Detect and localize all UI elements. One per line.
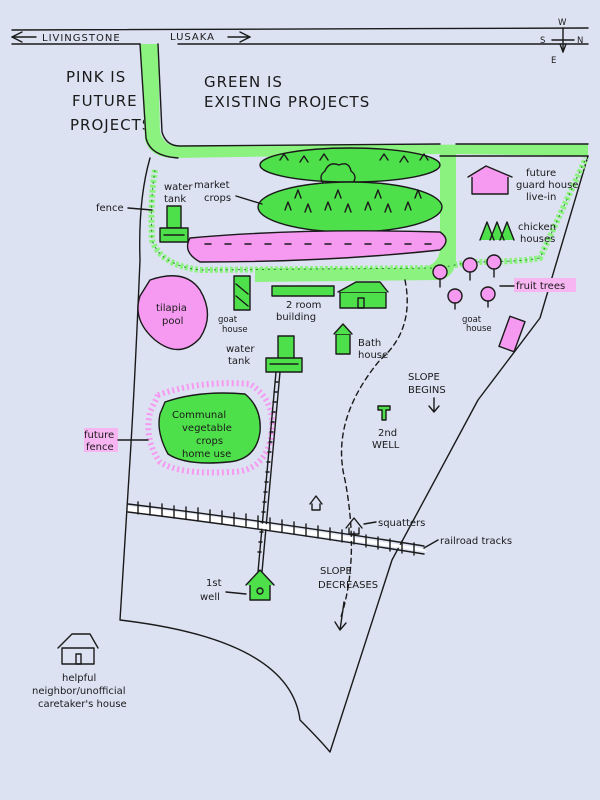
label-market-crops-2: crops <box>204 193 231 204</box>
label-water-tank-top-2: tank <box>164 194 186 205</box>
first-well-arrow <box>225 591 247 595</box>
label-first-well-2: well <box>200 592 220 603</box>
label-communal-3: crops <box>196 436 223 447</box>
label-communal-4: home use <box>182 449 231 460</box>
label-slope-decreases-2: DECREASES <box>318 580 378 591</box>
label-two-room-2: building <box>276 312 316 323</box>
legend-pink-line3: PROJECTS <box>70 116 152 134</box>
compass-n: N <box>577 36 583 46</box>
label-future-fence-2: fence <box>86 442 114 453</box>
label-bath-2: house <box>358 350 388 361</box>
squatters-arrow <box>363 521 377 525</box>
chicken-houses-icon <box>479 221 515 241</box>
property-boundary <box>119 155 589 753</box>
compass-icon: W N E S <box>540 18 583 66</box>
label-future-guard-3: live-in <box>526 192 556 203</box>
legend-pink-line1: PINK IS <box>66 68 126 86</box>
market-crops-arrow <box>235 195 263 205</box>
future-guard-house-icon <box>467 165 513 195</box>
slope-path <box>339 279 408 621</box>
label-communal-2: vegetable <box>182 423 232 434</box>
legend-pink-line2: FUTURE <box>72 92 138 110</box>
label-water-tank-top-1: water <box>164 182 193 193</box>
label-future-guard-2: guard house <box>516 180 578 191</box>
road-label-lusaka: LUSAKA <box>170 32 215 43</box>
label-chicken-1: chicken <box>518 222 556 233</box>
label-goat-house-right-2: house <box>466 324 492 334</box>
fence-arrow <box>127 207 153 211</box>
label-fruit-trees: fruit trees <box>516 281 565 292</box>
legend-green-line2: EXISTING PROJECTS <box>204 93 370 111</box>
access-path <box>139 43 589 282</box>
label-slope-begins-1: SLOPE <box>408 372 440 383</box>
label-bath-1: Bath <box>358 338 381 349</box>
water-tank-mid-icon <box>265 335 303 373</box>
label-second-well-2: WELL <box>372 440 400 451</box>
label-market-crops-1: market <box>194 180 230 191</box>
market-crops-main-bed <box>257 181 443 233</box>
label-goat-house-left-1: goat <box>218 315 238 325</box>
squatter-hut-1-icon <box>309 495 323 511</box>
compass-e: E <box>551 56 556 66</box>
label-future-fence-1: future <box>84 430 114 441</box>
garden-bar-outline <box>271 285 335 297</box>
label-goat-house-left-2: house <box>222 325 248 335</box>
label-slope-begins-2: BEGINS <box>408 385 446 396</box>
railroad-tracks <box>127 501 428 556</box>
goat-house-left-icon <box>233 275 251 311</box>
label-fence: fence <box>96 203 124 214</box>
railroad-arrow <box>423 539 439 549</box>
future-crops-strip <box>186 230 447 263</box>
label-water-tank-mid-1: water <box>226 344 255 355</box>
tilapia-pool <box>137 275 209 351</box>
fruit-trees-icon <box>432 254 502 310</box>
label-neighbor-1: helpful <box>62 673 96 684</box>
label-first-well-1: 1st <box>206 578 222 589</box>
future-fence-communal <box>145 380 276 476</box>
future-fence-highlight <box>84 428 118 452</box>
water-tank-top-icon <box>159 205 189 243</box>
road-label-livingstone: LIVINGSTONE <box>42 33 121 44</box>
water-pipe <box>257 371 281 573</box>
label-second-well-1: 2nd <box>378 428 397 439</box>
slope-down-arrow-icon <box>428 397 440 413</box>
label-future-guard-1: future <box>526 168 556 179</box>
label-tilapia-1: tilapia <box>156 303 187 314</box>
existing-fence <box>148 156 589 274</box>
neighbor-house-icon <box>57 633 99 665</box>
label-two-room-1: 2 room <box>286 300 321 311</box>
label-neighbor-3: caretaker's house <box>38 699 127 710</box>
label-communal-1: Communal <box>172 410 226 421</box>
main-road: LIVINGSTONE LUSAKA <box>11 27 589 45</box>
label-chicken-2: houses <box>520 234 555 245</box>
garden-bar <box>272 286 334 296</box>
communal-vegetable-crops <box>158 392 261 464</box>
second-well-icon <box>377 405 391 421</box>
label-slope-decreases-1: SLOPE <box>320 566 352 577</box>
label-railroad: railroad tracks <box>440 536 512 547</box>
fruit-trees-highlight <box>514 278 576 292</box>
bath-house-icon <box>333 323 353 355</box>
label-tilapia-2: pool <box>162 316 183 327</box>
compass-w: W <box>558 18 567 28</box>
label-neighbor-2: neighbor/unofficial <box>32 686 126 697</box>
two-room-building-icon <box>337 281 389 309</box>
legend: PINK IS FUTURE PROJECTS GREEN IS EXISTIN… <box>66 68 370 134</box>
slope-decreases-arrow-icon <box>334 601 347 631</box>
label-goat-house-right-1: goat <box>462 315 482 325</box>
label-squatters: squatters <box>378 518 425 529</box>
compass-s: S <box>540 36 545 46</box>
first-well-icon <box>245 569 275 601</box>
label-water-tank-mid-2: tank <box>228 356 250 367</box>
legend-green-line1: GREEN IS <box>204 73 283 91</box>
goat-house-right-icon <box>498 315 526 353</box>
market-crops-top-bed <box>259 147 441 183</box>
